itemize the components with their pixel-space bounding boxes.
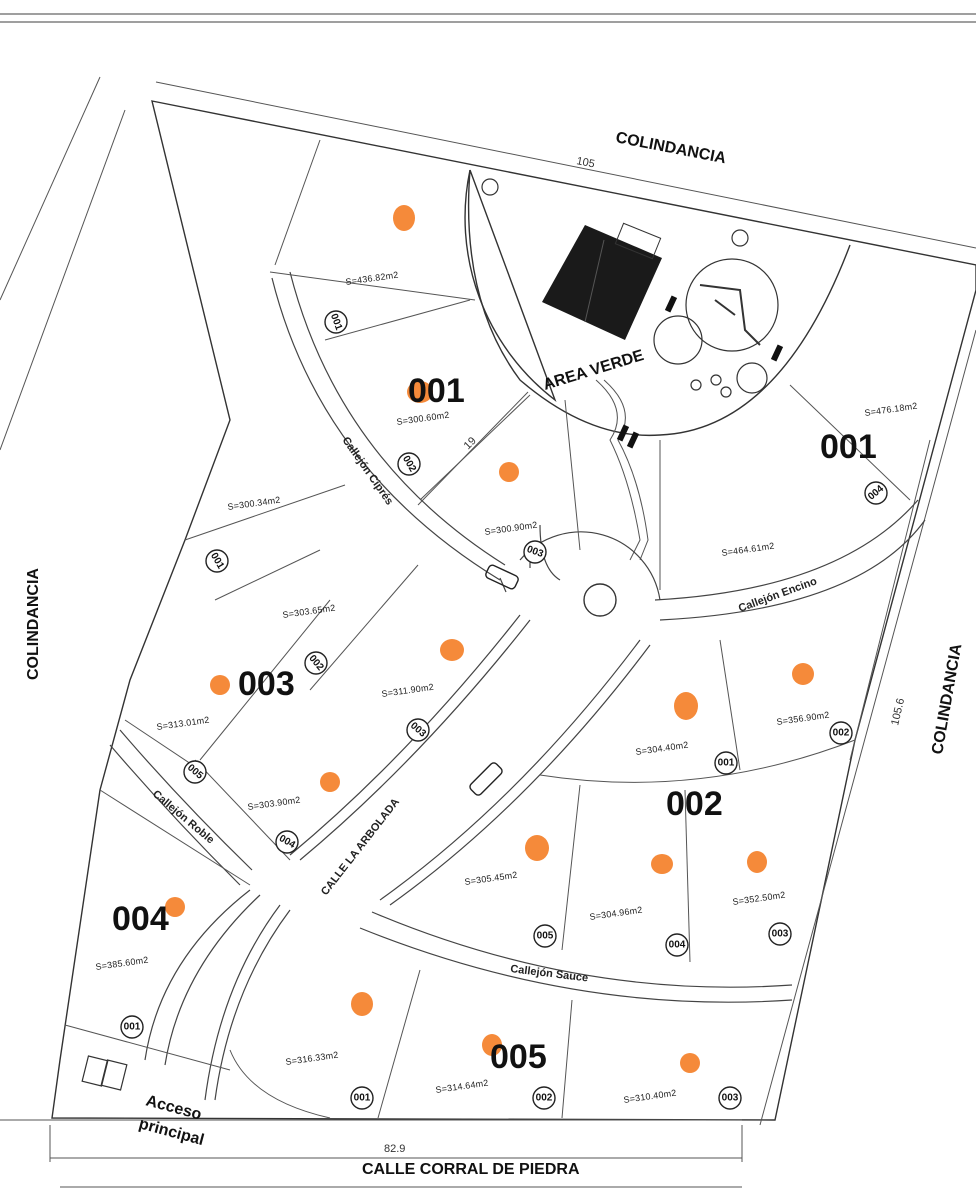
lot-marker <box>351 992 373 1016</box>
lot-area: S=305.45m2 <box>464 870 518 887</box>
lot-area: S=304.40m2 <box>635 740 689 757</box>
boundary-bottom-label: CALLE CORRAL DE PIEDRA <box>362 1161 580 1178</box>
lot-marker <box>165 897 185 917</box>
lot-area: S=300.60m2 <box>396 410 450 427</box>
block-label: 001 <box>820 428 877 466</box>
green-area <box>464 169 851 561</box>
lot-markers <box>165 205 814 1073</box>
lot-marker <box>525 835 549 861</box>
block-label: 002 <box>666 785 723 823</box>
pavilion-roof <box>542 222 662 340</box>
block-label: 004 <box>112 900 169 938</box>
lot-area: S=316.33m2 <box>285 1050 339 1067</box>
lot-area: S=310.40m2 <box>623 1088 677 1105</box>
lot-number: 001 <box>718 758 735 769</box>
lot-marker <box>393 205 415 231</box>
dimension-inner: 19 <box>462 435 479 452</box>
lot-area: S=464.61m2 <box>721 541 775 558</box>
lot-area: S=303.65m2 <box>282 603 336 620</box>
lot-marker <box>499 462 519 482</box>
dimension-lines <box>49 81 976 1162</box>
lot-number: 002 <box>536 1093 553 1104</box>
car-icons <box>469 564 519 796</box>
lot-number: 001 <box>354 1093 371 1104</box>
dimension-bottom: 82.9 <box>384 1143 405 1155</box>
playground <box>481 178 779 398</box>
block-label: 001 <box>408 372 465 410</box>
property-boundary <box>0 76 976 1126</box>
lot-area: S=436.82m2 <box>345 270 399 287</box>
lot-area: S=300.90m2 <box>484 520 538 537</box>
lot-marker <box>674 692 698 720</box>
dimension-right: 105.6 <box>889 697 907 727</box>
dimension-top: 105 <box>575 155 595 170</box>
lot-marker <box>680 1053 700 1073</box>
lot-marker <box>320 772 340 792</box>
lot-marker <box>407 381 433 403</box>
lot-marker <box>747 851 767 873</box>
page-frame <box>0 13 976 1188</box>
lot-marker <box>210 675 230 695</box>
street-roble-label: Callejón Roble <box>150 788 216 846</box>
lot-number: 003 <box>722 1093 739 1104</box>
lot-area: S=314.64m2 <box>435 1078 489 1095</box>
lot-number-circles <box>120 310 888 1110</box>
lot-area: S=352.50m2 <box>732 890 786 907</box>
lot-number: 005 <box>537 931 554 942</box>
block-label: 005 <box>490 1038 547 1076</box>
lot-marker <box>482 1034 502 1056</box>
street-sauce-label: Callejón Sauce <box>510 963 589 984</box>
lot-number: 001 <box>124 1022 141 1033</box>
lot-area: S=356.90m2 <box>776 710 830 727</box>
lot-lines <box>64 139 911 1119</box>
green-area-label: AREA VERDE <box>541 347 646 394</box>
block-label: 003 <box>238 665 295 703</box>
lot-area: S=304.96m2 <box>589 905 643 922</box>
lot-number: 002 <box>833 728 850 739</box>
lot-marker <box>440 639 464 661</box>
lot-marker <box>651 854 673 874</box>
boundary-left-label: COLINDANCIA <box>25 568 42 680</box>
lot-area: S=385.60m2 <box>95 955 149 972</box>
street-main-label: CALLE LA ARBOLADA <box>319 796 402 898</box>
lot-area: S=311.90m2 <box>381 682 435 699</box>
lot-area: S=476.18m2 <box>864 401 918 418</box>
lot-area: S=313.01m2 <box>156 715 210 732</box>
lot-number: 004 <box>669 940 686 951</box>
lot-number: 003 <box>772 929 789 940</box>
street-cipres-label: Callejón Ciprés <box>340 435 396 507</box>
boundary-top-label: COLINDANCIA <box>614 129 728 167</box>
lot-marker <box>792 663 814 685</box>
boundary-right-label: COLINDANCIA <box>929 642 965 756</box>
lot-area: S=303.90m2 <box>247 795 301 812</box>
